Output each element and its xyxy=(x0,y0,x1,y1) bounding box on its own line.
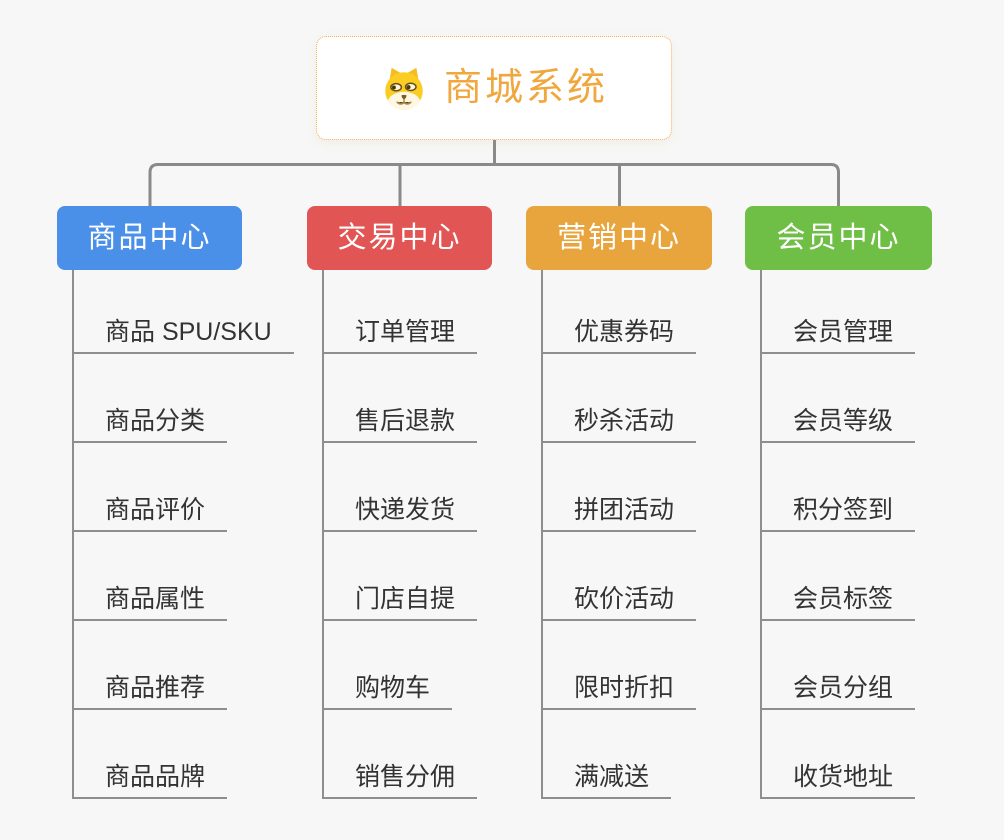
subtopic-label: 销售分佣 xyxy=(355,763,456,792)
subtopic[interactable]: 砍价活动 xyxy=(541,532,697,621)
subtopic[interactable]: 会员管理 xyxy=(760,270,916,354)
subtopic[interactable]: 秒杀活动 xyxy=(541,354,697,443)
subtopic-label: 订单管理 xyxy=(355,318,456,347)
subtopic[interactable]: 商品推荐 xyxy=(72,621,228,710)
subtopic-label: 商品属性 xyxy=(105,585,206,614)
subtopic-label: 商品分类 xyxy=(105,407,206,436)
dog-face-icon xyxy=(385,67,423,110)
subtopic[interactable]: 订单管理 xyxy=(322,270,478,354)
subtopic-label: 拼团活动 xyxy=(574,496,675,525)
branch-children-product-center: 商品 SPU/SKU 商品分类 商品评价 商品属性 商品推荐 商品品牌 xyxy=(72,270,294,799)
subtopic-label: 秒杀活动 xyxy=(574,407,675,436)
subtopic-label: 门店自提 xyxy=(355,585,456,614)
subtopic-label: 会员分组 xyxy=(793,674,894,703)
branch-children-trade-center: 订单管理 售后退款 快递发货 门店自提 购物车 销售分佣 xyxy=(322,270,478,799)
subtopic[interactable]: 销售分佣 xyxy=(322,710,478,799)
subtopic[interactable]: 门店自提 xyxy=(322,532,478,621)
subtopic[interactable]: 快递发货 xyxy=(322,443,478,532)
subtopic-label: 会员管理 xyxy=(793,318,894,347)
root-topic-label: 商城系统 xyxy=(443,67,608,109)
subtopic[interactable]: 积分签到 xyxy=(760,443,916,532)
subtopic[interactable]: 商品分类 xyxy=(72,354,228,443)
subtopic[interactable]: 售后退款 xyxy=(322,354,478,443)
subtopic-label: 商品评价 xyxy=(105,496,206,525)
subtopic[interactable]: 优惠券码 xyxy=(541,270,697,354)
branch-topic-label: 交易中心 xyxy=(337,221,462,254)
branch-children-member-center: 会员管理 会员等级 积分签到 会员标签 会员分组 收货地址 xyxy=(760,270,916,799)
subtopic-label: 砍价活动 xyxy=(574,585,675,614)
branch-children-marketing-center: 优惠券码 秒杀活动 拼团活动 砍价活动 限时折扣 满减送 xyxy=(541,270,697,799)
subtopic[interactable]: 商品品牌 xyxy=(72,710,228,799)
subtopic-label: 购物车 xyxy=(355,674,431,703)
root-topic[interactable]: 商城系统 xyxy=(316,36,672,140)
branch-topic-trade-center[interactable]: 交易中心 xyxy=(307,206,492,270)
subtopic-label: 售后退款 xyxy=(355,407,456,436)
subtopic-label: 限时折扣 xyxy=(574,674,675,703)
subtopic[interactable]: 商品 SPU/SKU xyxy=(72,270,294,354)
branch-topic-label: 营销中心 xyxy=(556,221,681,254)
subtopic[interactable]: 购物车 xyxy=(322,621,453,710)
subtopic-label: 商品推荐 xyxy=(105,674,206,703)
subtopic-label: 收货地址 xyxy=(793,763,894,792)
subtopic[interactable]: 满减送 xyxy=(541,710,672,799)
subtopic[interactable]: 收货地址 xyxy=(760,710,916,799)
branch-topic-member-center[interactable]: 会员中心 xyxy=(745,206,932,270)
subtopic[interactable]: 商品属性 xyxy=(72,532,228,621)
branch-topic-label: 商品中心 xyxy=(87,221,212,254)
subtopic[interactable]: 会员等级 xyxy=(760,354,916,443)
subtopic-label: 会员标签 xyxy=(793,585,894,614)
branch-topic-label: 会员中心 xyxy=(776,221,901,254)
subtopic-label: 满减送 xyxy=(574,763,650,792)
branch-topic-product-center[interactable]: 商品中心 xyxy=(57,206,242,270)
subtopic-label: 会员等级 xyxy=(793,407,894,436)
subtopic[interactable]: 会员分组 xyxy=(760,621,916,710)
subtopic[interactable]: 会员标签 xyxy=(760,532,916,621)
subtopic[interactable]: 限时折扣 xyxy=(541,621,697,710)
subtopic-label: 优惠券码 xyxy=(574,318,675,347)
subtopic[interactable]: 拼团活动 xyxy=(541,443,697,532)
subtopic-label: 快递发货 xyxy=(355,496,456,525)
subtopic-label: 积分签到 xyxy=(793,496,894,525)
subtopic-label: 商品 SPU/SKU xyxy=(105,318,272,347)
subtopic-label: 商品品牌 xyxy=(105,763,206,792)
subtopic[interactable]: 商品评价 xyxy=(72,443,228,532)
branch-topic-marketing-center[interactable]: 营销中心 xyxy=(526,206,712,270)
